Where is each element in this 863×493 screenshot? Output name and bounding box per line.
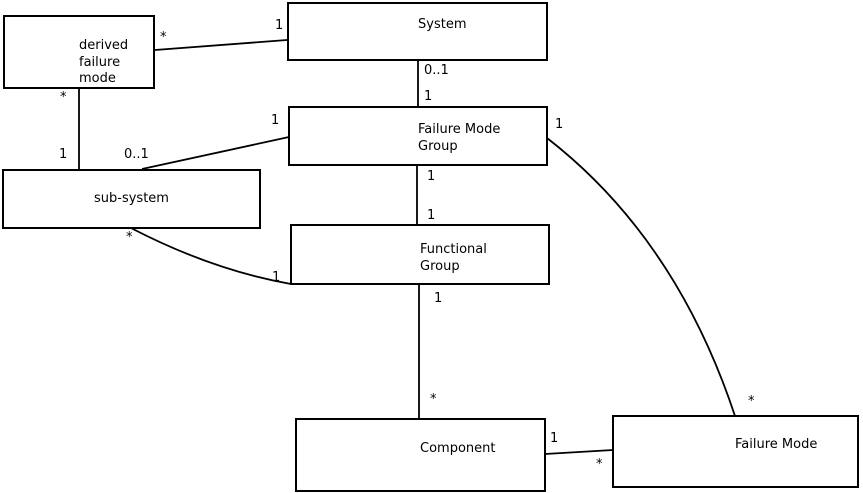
mult-functional-group-side: 1 [272, 270, 281, 285]
node-component: Component [295, 418, 546, 492]
edge-component-failure-mode [544, 449, 614, 455]
mult-component-side: 1 [550, 431, 559, 446]
node-functional-group: Functional Group [290, 224, 550, 285]
edge-failure-mode-group-failure-mode [546, 137, 736, 417]
mult-failure-mode-side: * [748, 394, 755, 409]
node-sub-system: sub-system [2, 169, 261, 229]
node-system: System [287, 2, 548, 61]
mult-functional-group-side: 1 [427, 208, 436, 223]
edge-sub-system-failure-mode-group [141, 136, 290, 170]
mult-failure-mode-group-side: 1 [424, 89, 433, 104]
node-label-line: System [418, 17, 467, 32]
mult-failure-mode-group-side: 1 [555, 117, 564, 132]
mult-sub-system-side: 0..1 [124, 147, 149, 162]
node-label-line: Failure Mode [418, 122, 501, 137]
mult-failure-mode-group-side: 1 [271, 113, 280, 128]
mult-component-side: * [430, 392, 437, 407]
mult-system-side: 1 [275, 18, 284, 33]
node-label-line: Failure Mode [735, 437, 818, 452]
mult-system-side: 0..1 [424, 63, 449, 78]
node-label-line: Component [420, 441, 496, 456]
mult-sub-system-side: * [126, 230, 133, 245]
edge-sub-system-functional-group [130, 227, 292, 285]
mult-sub-system-side: 1 [59, 147, 68, 162]
node-label-line: Group [418, 138, 458, 154]
edge-derived-failure-mode-system [154, 39, 288, 51]
mult-derived-failure-mode-side: * [160, 30, 167, 45]
node-label-line: Functional [420, 242, 487, 257]
node-label-line: sub-system [94, 190, 169, 206]
mult-derived-failure-mode-side: * [60, 90, 67, 105]
mult-failure-mode-group-side: 1 [427, 169, 436, 184]
node-label-line: Group [420, 258, 460, 274]
node-derived-failure-mode: derived failure mode [3, 15, 155, 89]
mult-failure-mode-side: * [596, 457, 603, 472]
node-label-line: derived [79, 38, 129, 53]
node-label-line: mode [79, 71, 116, 86]
node-label-line: failure [79, 54, 121, 70]
node-failure-mode-group: Failure Mode Group [288, 106, 548, 166]
mult-functional-group-side: 1 [434, 291, 443, 306]
node-failure-mode: Failure Mode [612, 415, 859, 488]
